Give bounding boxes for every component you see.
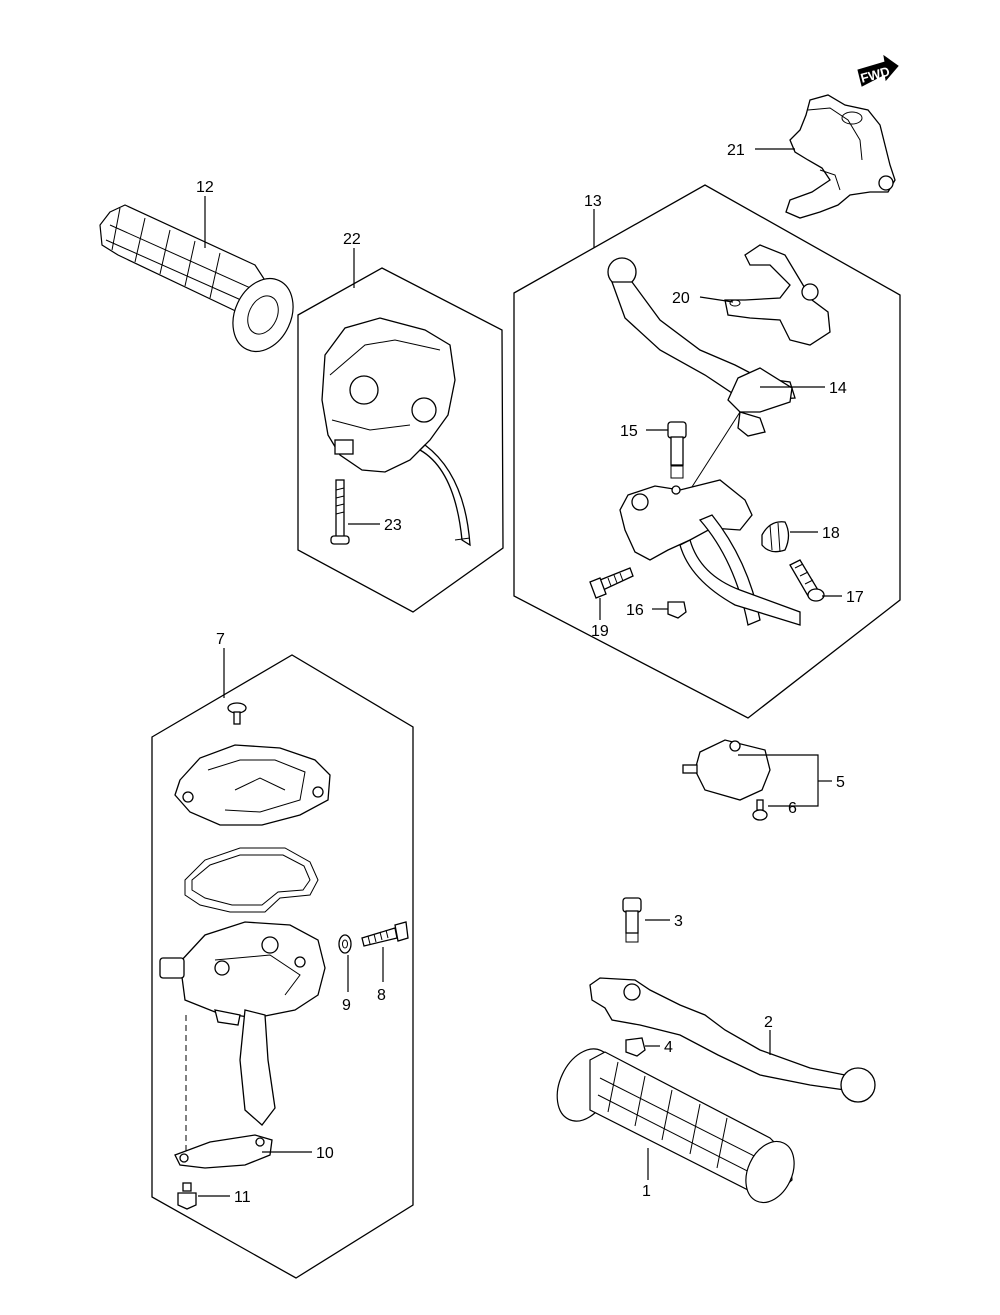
assembly-line-13 xyxy=(689,411,741,491)
label-11: 11 xyxy=(234,1189,251,1206)
part-14-pivot-bracket xyxy=(727,367,793,437)
part-7-cover-screw xyxy=(227,702,247,725)
part-21-housing-cover xyxy=(785,94,896,219)
box-7 xyxy=(151,654,414,1279)
part-8-screw xyxy=(361,921,409,947)
label-12: 12 xyxy=(196,179,214,196)
label-14: 14 xyxy=(829,380,847,397)
part-7-throttle-housing xyxy=(159,921,326,1126)
box-22 xyxy=(297,267,504,613)
part-19-bolt xyxy=(589,567,634,599)
part-16-nut xyxy=(667,601,687,619)
label-4: 4 xyxy=(664,1039,673,1056)
box-13 xyxy=(513,184,901,719)
label-5: 5 xyxy=(836,774,845,791)
label-1: 1 xyxy=(642,1183,651,1200)
part-18-dust-cover xyxy=(761,521,790,553)
label-9: 9 xyxy=(342,997,351,1014)
label-6: 6 xyxy=(788,800,797,817)
part-11-nut xyxy=(177,1182,197,1210)
part-3-pivot-bolt xyxy=(622,897,642,943)
label-21: 21 xyxy=(727,142,745,159)
label-2: 2 xyxy=(764,1014,773,1031)
label-16: 16 xyxy=(626,602,644,619)
label-10: 10 xyxy=(316,1145,334,1162)
part-20-switch-bracket xyxy=(724,244,831,346)
part-15-pivot-bolt xyxy=(667,421,687,479)
part-13-lever-holder xyxy=(619,479,801,626)
part-7-housing-cover xyxy=(174,744,331,826)
label-20: 20 xyxy=(672,290,690,307)
part-12-left-grip xyxy=(99,204,294,353)
label-13: 13 xyxy=(584,193,602,210)
label-19: 19 xyxy=(591,623,609,640)
label-22: 22 xyxy=(343,231,361,248)
label-7: 7 xyxy=(216,631,225,648)
part-9-washer xyxy=(338,934,352,954)
part-2-clutch-lever xyxy=(589,977,876,1103)
label-17: 17 xyxy=(846,589,864,606)
label-23: 23 xyxy=(384,517,402,534)
fwd-label: FWD xyxy=(859,64,891,86)
part-17-adjuster-screw xyxy=(789,559,825,602)
part-4-nut xyxy=(625,1037,646,1057)
part-22-switch-housing xyxy=(321,317,471,547)
label-8: 8 xyxy=(377,987,386,1004)
leader-20 xyxy=(699,296,734,303)
label-3: 3 xyxy=(674,913,683,930)
label-15: 15 xyxy=(620,423,638,440)
part-7-gasket xyxy=(184,847,319,913)
label-18: 18 xyxy=(822,525,840,542)
part-23-screw xyxy=(330,479,350,545)
part-6-screw xyxy=(752,799,768,821)
part-5-stop-switch xyxy=(682,739,771,801)
part-10-cover-plate xyxy=(174,1134,273,1169)
part-1-right-grip xyxy=(556,1048,795,1204)
fwd-arrow-icon: FWD xyxy=(857,54,899,87)
